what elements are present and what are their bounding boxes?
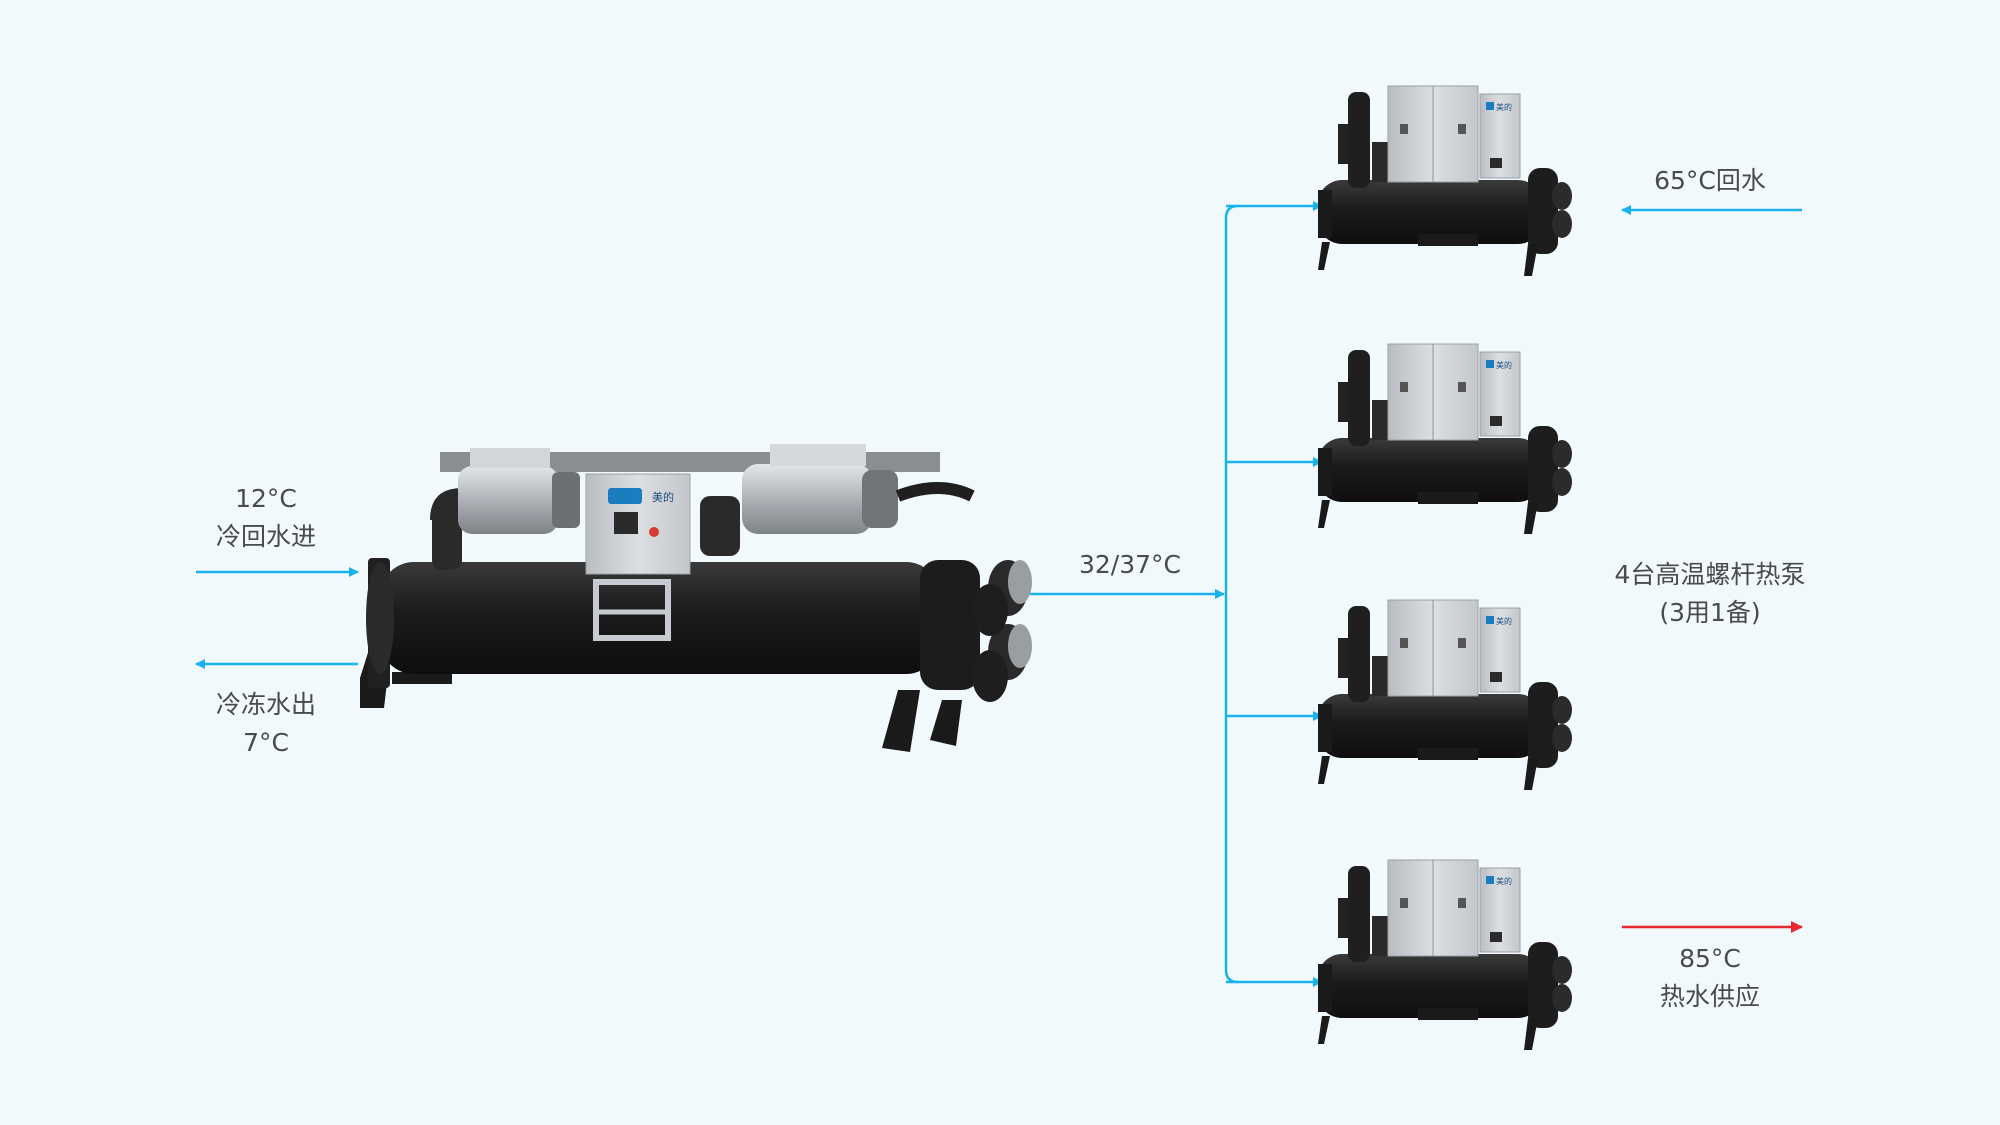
heat-pump-1: 美的 xyxy=(1318,85,1572,276)
heat-pump-body: 美的 xyxy=(1318,859,1572,1050)
hot-water-supply-label: 85°C 热水供应 xyxy=(1640,940,1780,1016)
inlet-label: 冷回水进 xyxy=(215,522,316,551)
heat-pump-brand-logo: 美的 xyxy=(1496,102,1512,112)
water-nozzles xyxy=(972,560,1032,702)
heat-pump-3: 美的 xyxy=(1318,599,1572,790)
chiller-brand-logo: 美的 xyxy=(652,490,674,504)
chilled-water-inlet-label: 12°C 冷回水进 xyxy=(196,480,336,556)
heat-pump-body: 美的 xyxy=(1318,599,1572,790)
hot-temp: 85°C xyxy=(1679,944,1741,973)
heat-pump-body: 美的 xyxy=(1318,85,1572,276)
inlet-temp: 12°C xyxy=(235,484,297,513)
chilled-water-outlet-label: 冷冻水出 7°C xyxy=(196,686,336,762)
heat-pump-note: (3用1备) xyxy=(1659,598,1761,627)
pipe-lines xyxy=(195,201,1803,987)
compressor-2 xyxy=(742,444,975,534)
header-trunk xyxy=(1224,204,1239,984)
hot-label: 热水供应 xyxy=(1659,982,1760,1011)
outlet-temp: 7°C xyxy=(243,728,289,757)
heat-pump-brand-logo: 美的 xyxy=(1496,360,1512,370)
heat-pump-group-label: 4台高温螺杆热泵 (3用1备) xyxy=(1590,556,1830,632)
chiller-control-panel: 美的 xyxy=(585,473,691,641)
chiller-unit: 美的 xyxy=(360,444,1032,752)
heat-pump-2: 美的 xyxy=(1318,343,1572,534)
heat-pump-brand-logo: 美的 xyxy=(1496,876,1512,886)
return-label: 65°C回水 xyxy=(1654,166,1766,195)
return-water-label: 65°C回水 xyxy=(1630,162,1790,200)
heat-pump-group: 4台高温螺杆热泵 xyxy=(1614,560,1806,589)
heat-pump-body: 美的 xyxy=(1318,343,1572,534)
heat-pump-brand-logo: 美的 xyxy=(1496,616,1512,626)
condenser-supply-label: 32/37°C xyxy=(1060,546,1200,584)
outlet-label: 冷冻水出 xyxy=(215,690,316,719)
compressor-1 xyxy=(458,448,580,534)
heat-pump-4: 美的 xyxy=(1318,859,1572,1050)
supply-temp: 32/37°C xyxy=(1078,550,1181,579)
